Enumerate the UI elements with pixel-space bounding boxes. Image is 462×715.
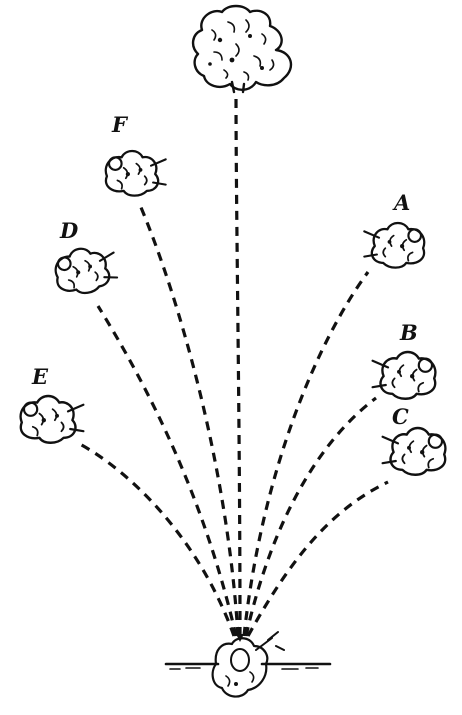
figure-b: B xyxy=(373,320,436,399)
figure-d: D xyxy=(53,218,119,297)
trajectory-lines xyxy=(76,92,388,636)
label-c: C xyxy=(392,404,409,429)
figure-c: C xyxy=(383,404,446,475)
label-e: E xyxy=(31,364,49,389)
trajectory-to-tree xyxy=(236,92,240,636)
figure-e: E xyxy=(21,364,84,443)
tree-bush-icon xyxy=(193,6,291,92)
trajectory-to-a xyxy=(244,272,368,636)
label-d: D xyxy=(59,218,79,243)
label-f: F xyxy=(111,112,129,137)
figure-a: A xyxy=(364,190,424,268)
trajectory-to-f xyxy=(140,205,238,636)
label-b: B xyxy=(399,320,418,345)
soldier-in-trench-icon xyxy=(166,632,330,697)
label-a: A xyxy=(392,190,410,215)
trajectory-to-b xyxy=(246,398,376,636)
figure-f: F xyxy=(106,112,166,196)
